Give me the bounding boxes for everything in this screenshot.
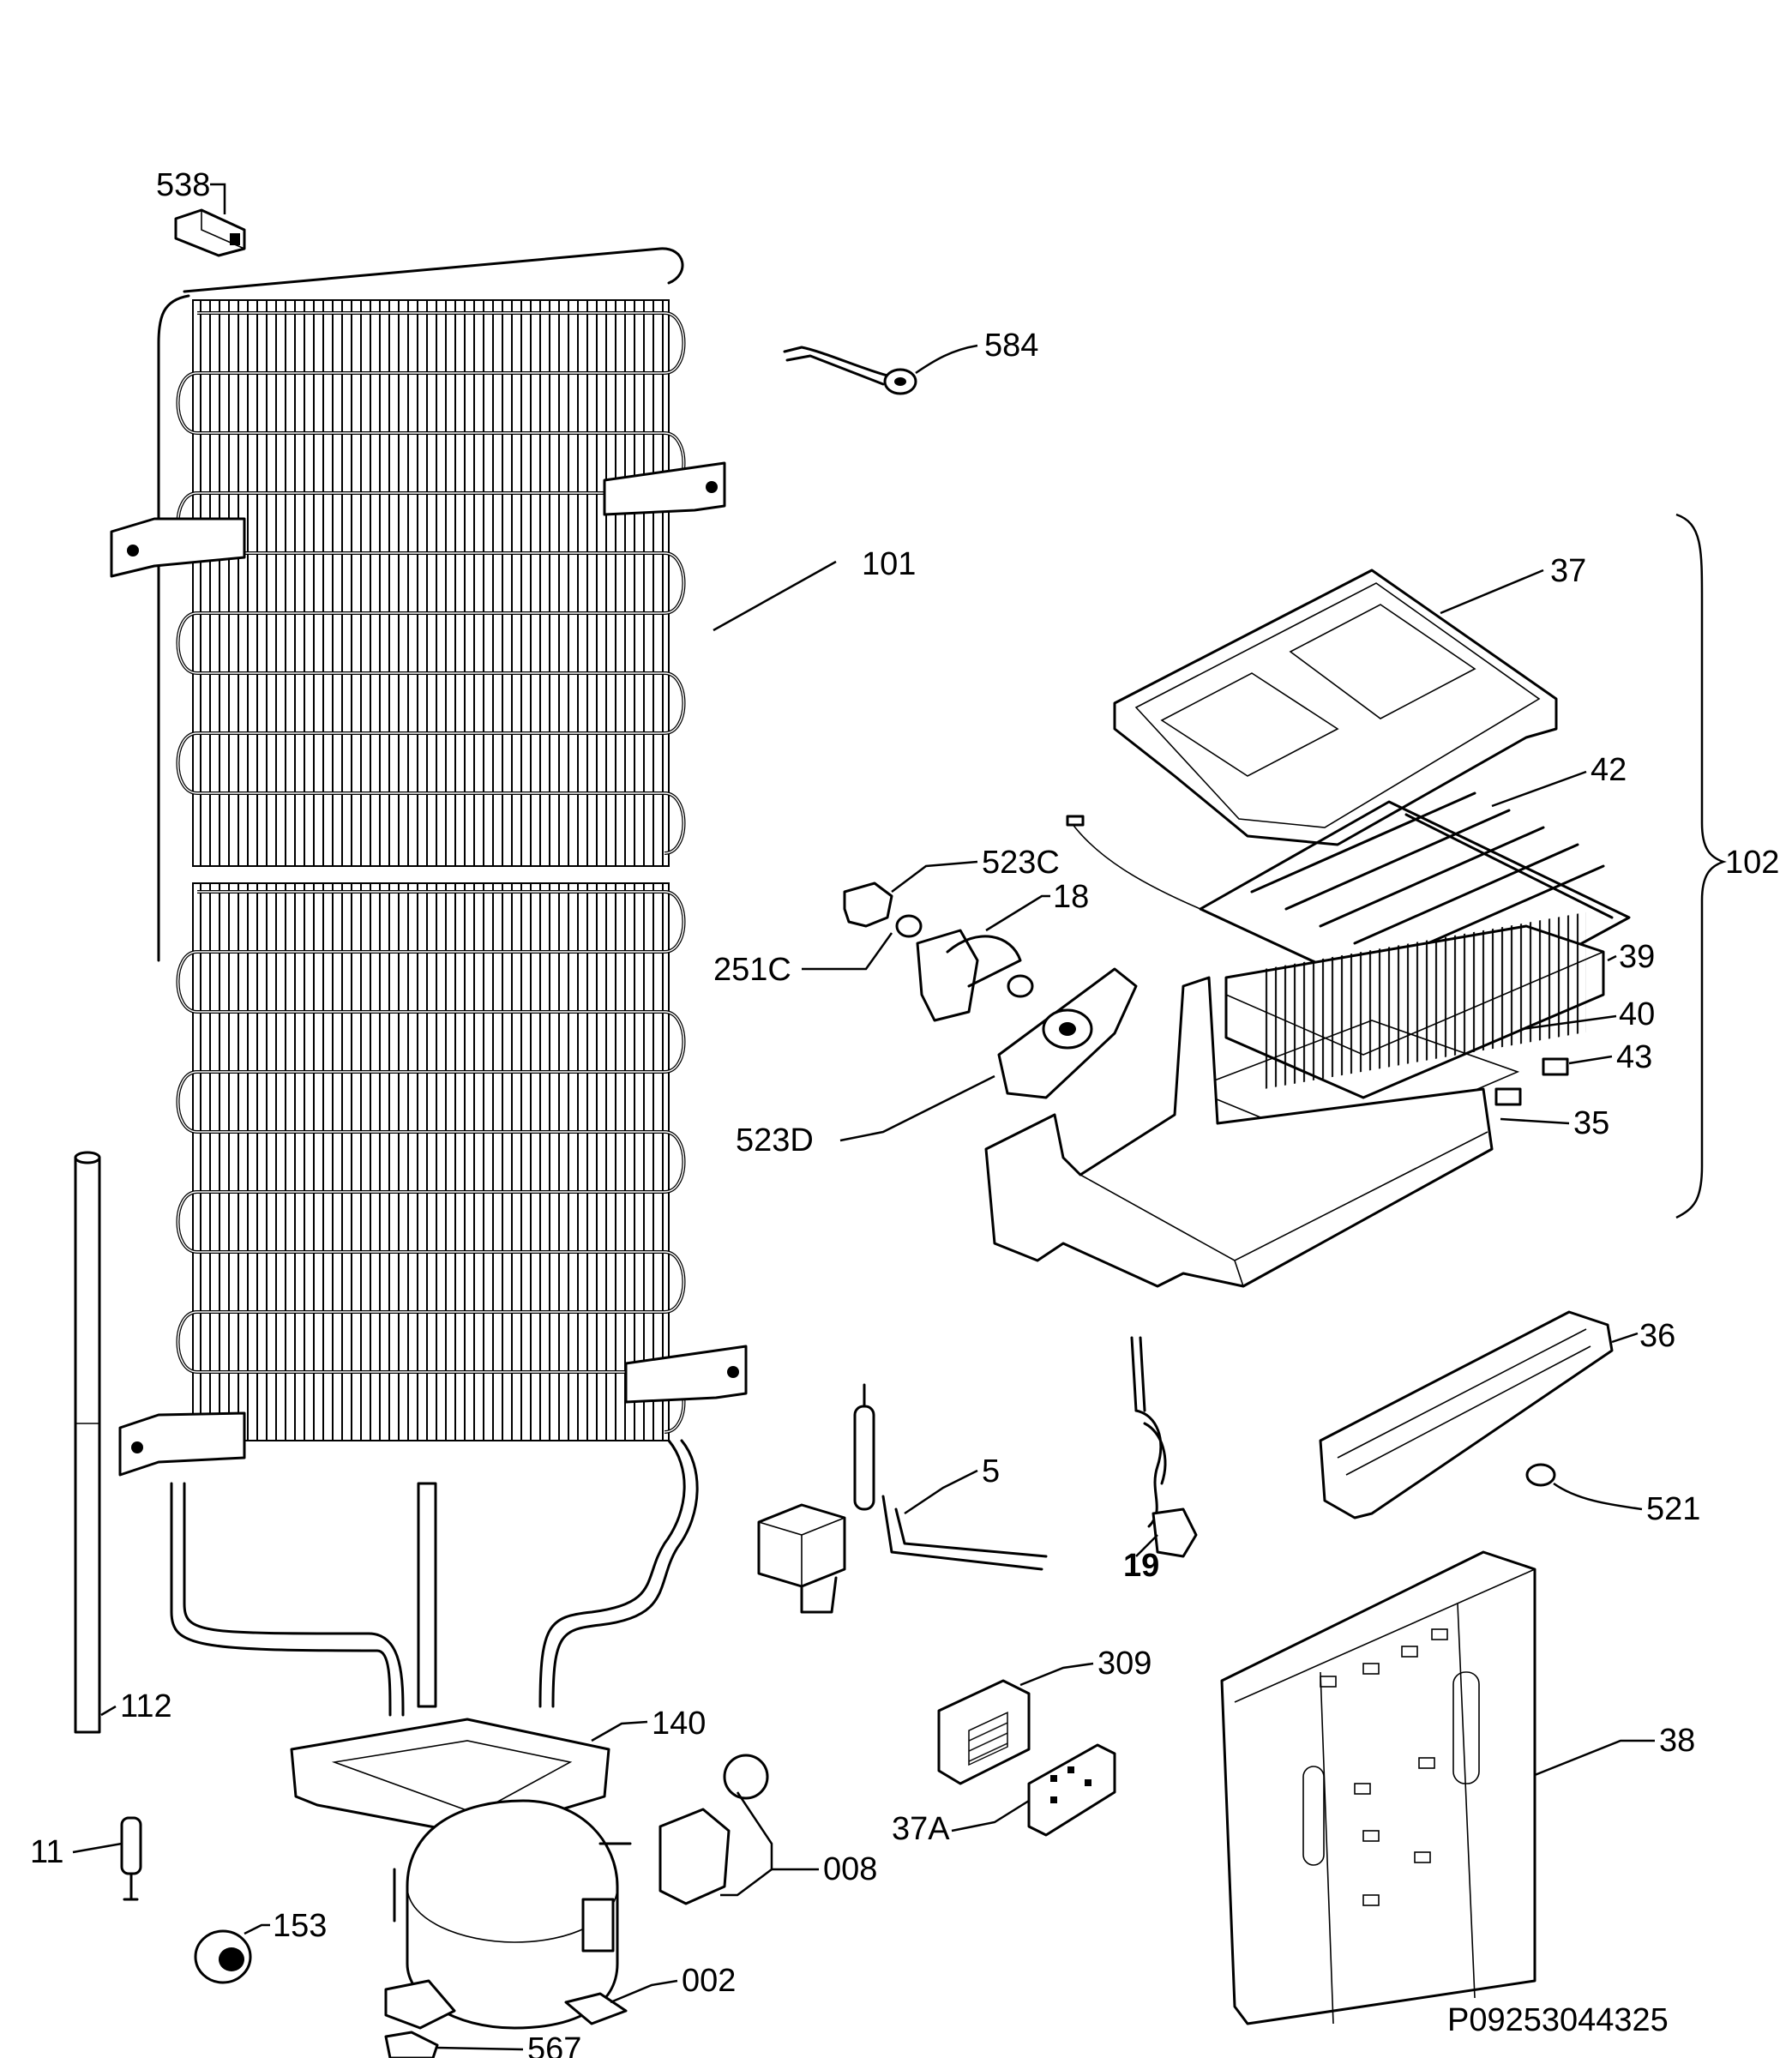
coil-loop-inner — [177, 1191, 664, 1253]
label-35: 35 — [1573, 1105, 1609, 1141]
fan-clip-drawing — [174, 183, 246, 257]
fan-bracket-drawing — [843, 860, 978, 928]
coil-loop-inner — [197, 1131, 685, 1193]
coil-loop-inner — [177, 951, 664, 1013]
tube-drawing — [74, 1151, 117, 1734]
power-cord-drawing — [1130, 1336, 1198, 1558]
coil-loop-inner — [197, 891, 685, 953]
coil-loop-inner — [197, 312, 685, 374]
coil-loop-inner — [177, 1311, 664, 1373]
label-523C: 523C — [982, 845, 1060, 881]
seal-ring-drawing — [1525, 1463, 1643, 1511]
label-538: 538 — [156, 167, 210, 203]
label-309: 309 — [1097, 1646, 1152, 1682]
grommet-drawing — [802, 932, 893, 971]
label-37: 37 — [1550, 553, 1586, 589]
label-523D: 523D — [736, 1122, 814, 1158]
evaporator-drawing — [1224, 912, 1617, 1099]
label-18: 18 — [1053, 879, 1089, 915]
condenser-drawing — [110, 247, 837, 1717]
coil-loop-inner — [197, 552, 685, 614]
clamp-drawing — [384, 2031, 524, 2058]
coil-loop-inner — [177, 732, 664, 794]
label-37A: 37A — [892, 1811, 950, 1847]
coil-loop-inner — [197, 792, 685, 854]
diagram-code: P09253044325 — [1447, 2002, 1669, 2038]
relay-starter-drawing — [658, 1754, 819, 1905]
label-101: 101 — [862, 546, 916, 582]
filter-drier-drawing — [72, 1816, 142, 1901]
coil-loop-inner — [197, 1251, 685, 1313]
label-36: 36 — [1639, 1318, 1675, 1354]
coil-loop-inner — [197, 1011, 685, 1073]
grommet-compressor-drawing — [194, 1923, 270, 1984]
solenoid-valve-drawing — [757, 1383, 1048, 1614]
label-40: 40 — [1619, 996, 1655, 1032]
label-102: 102 — [1725, 845, 1779, 881]
sensor-drawing — [783, 344, 978, 395]
fuse-drawing — [1494, 1055, 1613, 1106]
label-140: 140 — [652, 1706, 706, 1742]
evaporator-cover-drawing — [1113, 569, 1558, 846]
label-39: 39 — [1619, 939, 1655, 975]
label-153: 153 — [273, 1908, 327, 1944]
label-5: 5 — [982, 1453, 1000, 1489]
coil-loop-inner — [177, 1071, 664, 1133]
label-521: 521 — [1646, 1491, 1700, 1527]
part-labels: 538 584 101 37 42 102 523C 18 251C 39 40… — [30, 167, 1779, 2058]
label-43: 43 — [1616, 1039, 1652, 1075]
drain-heater-drawing — [1319, 1310, 1639, 1519]
drip-tray-drawing — [984, 976, 1570, 1288]
label-11: 11 — [30, 1834, 63, 1870]
label-42: 42 — [1591, 752, 1627, 788]
display-board-drawing — [951, 1743, 1116, 1837]
label-251C: 251C — [713, 952, 791, 988]
fan-motor-drawing — [895, 894, 1050, 1022]
compressor-drawing — [384, 1799, 678, 2030]
label-38: 38 — [1659, 1723, 1695, 1759]
control-board-drawing — [937, 1662, 1094, 1785]
label-584: 584 — [984, 328, 1038, 364]
coil-loop-inner — [197, 672, 685, 734]
coil-loop-inner — [177, 612, 664, 674]
label-002: 002 — [682, 1963, 736, 1999]
label-19: 19 — [1123, 1548, 1159, 1584]
fan-cover-drawing — [839, 967, 1138, 1142]
label-112: 112 — [120, 1688, 172, 1724]
bracket-102 — [1675, 513, 1727, 1219]
label-008: 008 — [823, 1851, 877, 1887]
label-567: 567 — [527, 2031, 581, 2058]
back-panel-drawing — [1220, 1550, 1655, 2025]
coil-loop-inner — [177, 372, 664, 434]
